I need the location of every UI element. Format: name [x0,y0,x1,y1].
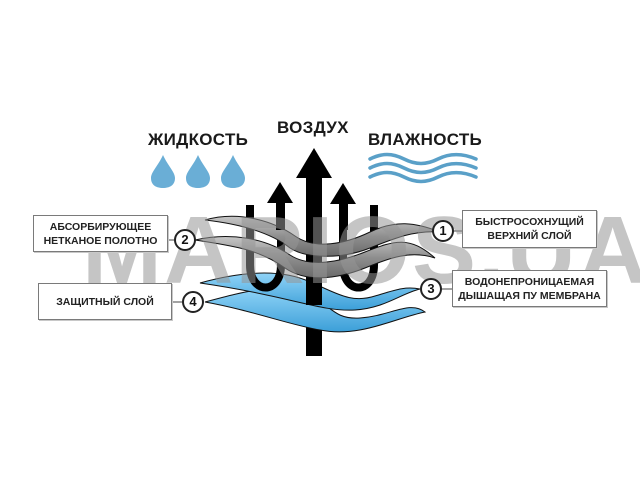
layer-1-line1: БЫСТРОСОХНУЩИЙ [475,216,584,228]
layer-2-line1: АБСОРБИРУЮЩЕЕ [49,220,152,233]
layer-4-label: ЗАЩИТНЫЙ СЛОЙ [38,283,172,320]
layer-2-line2: НЕТКАНОЕ ПОЛОТНО [43,234,158,247]
layer-3-number: 3 [420,278,442,300]
air-arrow-left-shaft [276,200,285,230]
air-arrow-big [296,148,332,178]
water-drop-icon [186,155,210,188]
layer-4-line1: ЗАЩИТНЫЙ СЛОЙ [56,295,154,308]
left-u-arrow [246,200,285,292]
heading-liquid: ЖИДКОСТЬ [148,130,249,149]
water-drop-icon [221,155,245,188]
layer-2-number: 2 [174,229,196,251]
layer-1-label: БЫСТРОСОХНУЩИЙ ВЕРХНИЙ СЛОЙ [462,210,597,248]
layer-3-line1: ВОДОНЕПРОНИЦАЕМАЯ [464,275,595,288]
water-drop-icon [151,155,175,188]
air-shaft [306,175,322,305]
layer-3-line2: ДЫШАЩАЯ ПУ МЕМБРАНА [458,289,601,302]
layer-1-line2: ВЕРХНИЙ СЛОЙ [487,230,572,242]
air-arrow-left [267,182,293,203]
heading-air: ВОЗДУХ [277,118,349,137]
heading-moisture: ВЛАЖНОСТЬ [368,130,483,149]
layer-1-number: 1 [432,220,454,242]
layer-2-absorbent [194,236,436,279]
connector-lines [168,230,462,303]
moisture-waves-icon [368,152,478,184]
layer-4-number: 4 [182,291,204,313]
air-arrow-right [330,183,356,204]
air-arrow-right-shaft [339,200,348,230]
layer-3-label: ВОДОНЕПРОНИЦАЕМАЯ ДЫШАЩАЯ ПУ МЕМБРАНА [452,270,607,307]
layer-2-label: АБСОРБИРУЮЩЕЕ НЕТКАНОЕ ПОЛОТНО [33,215,168,252]
